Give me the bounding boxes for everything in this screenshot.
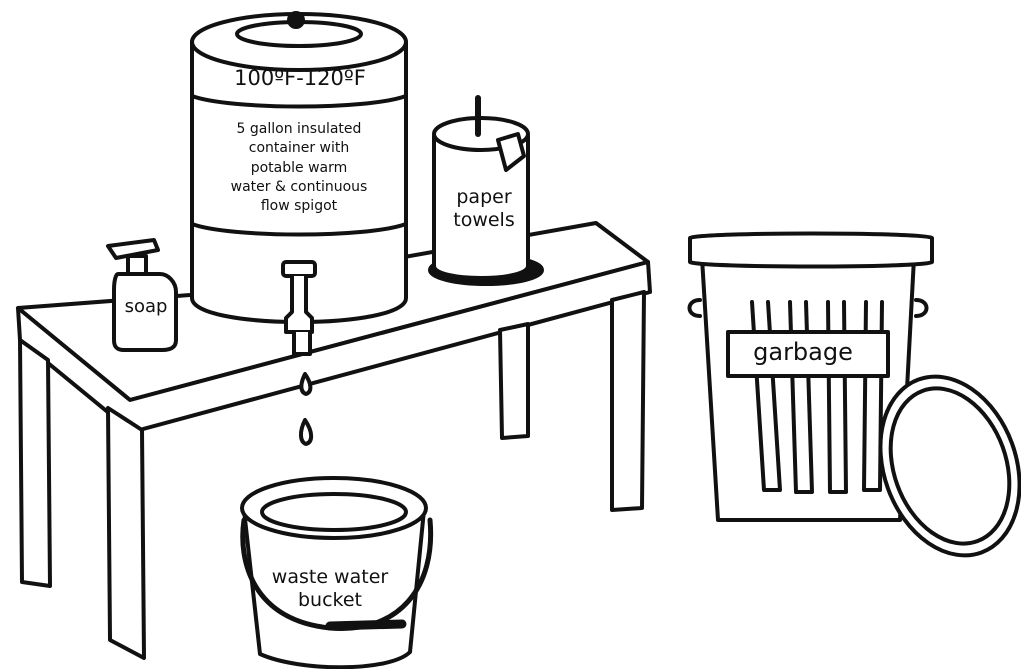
table-leg-back-left [20, 340, 50, 586]
table-leg-front-left [108, 408, 144, 658]
temperature-label: 100ºF-120ºF [200, 66, 400, 90]
table-leg-back-right [500, 324, 528, 438]
waste-water-bucket-label: waste water bucket [262, 566, 398, 612]
garbage-can [690, 234, 1021, 576]
water-drops [301, 374, 311, 444]
container-description-label: 5 gallon insulated container with potabl… [204, 120, 394, 217]
container-knob [289, 13, 303, 27]
soap-bottle [108, 240, 176, 350]
soap-label: soap [114, 297, 178, 318]
paper-towels-label: paper towels [438, 186, 530, 232]
garbage-label: garbage [728, 339, 878, 367]
table-leg-front-right [612, 292, 644, 510]
